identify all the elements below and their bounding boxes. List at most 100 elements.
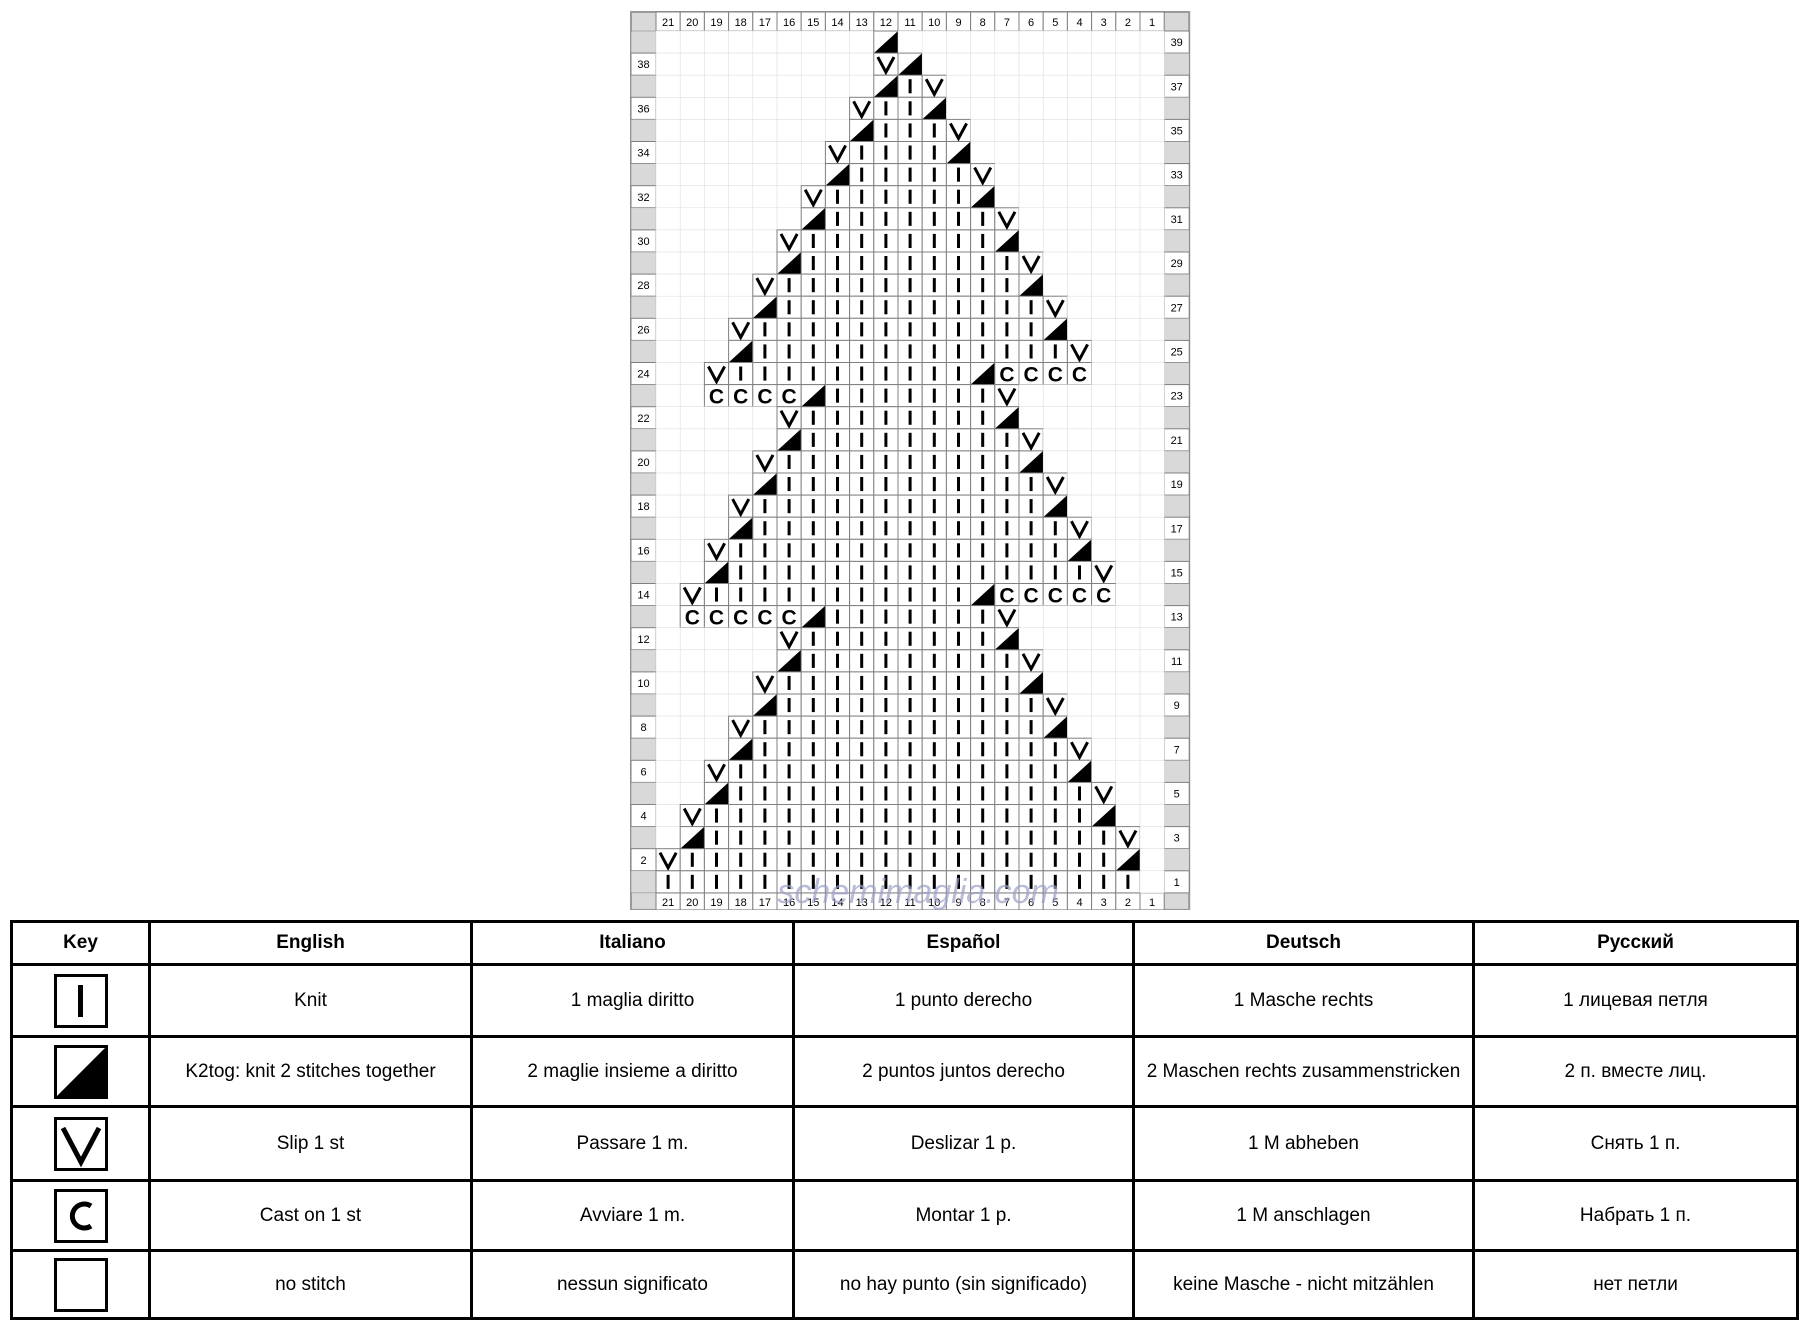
legend-header-row: Key English Italiano Español Deutsch Рус… — [10, 920, 1799, 966]
no-stitch-cell — [1091, 30, 1117, 54]
k2tog-stitch — [752, 296, 777, 319]
knit-stitch — [787, 477, 791, 492]
no-stitch-cell — [849, 52, 875, 76]
knit-stitch — [860, 698, 864, 713]
knit-stitch — [860, 852, 864, 867]
no-stitch-cell — [679, 119, 705, 142]
row-number-blank — [1163, 318, 1190, 341]
no-stitch-cell — [655, 30, 681, 54]
k2tog-stitch — [970, 185, 995, 208]
knit-stitch — [836, 764, 839, 779]
knit-stitch — [787, 454, 791, 469]
no-stitch-cell — [655, 516, 681, 540]
knit-stitch — [908, 609, 912, 624]
no-stitch-cell — [679, 97, 705, 120]
column-number-top: 16 — [783, 17, 795, 29]
no-stitch-cell — [1067, 428, 1092, 452]
k2tog-stitch — [752, 694, 777, 717]
no-stitch-cell — [1042, 229, 1068, 253]
row-number-left: 4 — [640, 811, 646, 823]
no-stitch-cell — [1139, 737, 1165, 761]
knit-stitch — [811, 322, 815, 337]
knit-stitch — [860, 499, 864, 514]
knit-stitch — [884, 477, 888, 492]
k2tog-stitch — [728, 340, 753, 363]
no-stitch-cell — [655, 494, 681, 518]
knit-stitch — [787, 764, 791, 779]
knit-stitch — [908, 322, 912, 337]
k2tog-stitch — [849, 119, 874, 142]
knit-stitch — [1005, 653, 1009, 668]
knit-stitch — [860, 167, 864, 182]
cast-on-stitch: C — [1072, 585, 1087, 608]
knit-stitch — [811, 521, 815, 536]
knit-stitch — [884, 565, 888, 580]
knit-stitch — [884, 852, 888, 867]
no-stitch-cell — [1115, 406, 1141, 430]
knit-stitch — [908, 653, 912, 668]
no-stitch-cell — [728, 273, 754, 297]
no-stitch-cell — [1091, 539, 1117, 562]
slip-stitch — [1045, 299, 1065, 319]
no-stitch-cell — [679, 384, 705, 407]
knit-stitch — [884, 698, 888, 713]
no-stitch-cell — [1067, 494, 1092, 518]
knit-stitch — [957, 410, 960, 425]
knit-stitch — [981, 565, 985, 580]
knit-stitch — [932, 211, 936, 226]
knit-stitch — [932, 720, 936, 735]
no-stitch-cell — [1091, 516, 1117, 540]
no-stitch-cell — [704, 74, 729, 98]
no-stitch-cell — [1115, 340, 1141, 363]
knit-stitch — [932, 653, 936, 668]
column-number-bottom: 10 — [928, 897, 940, 909]
knit-stitch — [1005, 698, 1009, 713]
knit-stitch — [836, 454, 839, 469]
no-stitch-cell — [655, 472, 681, 496]
knit-stitch — [884, 344, 888, 359]
knit-stitch — [932, 344, 936, 359]
knit-stitch — [1029, 786, 1033, 801]
no-stitch-cell — [655, 318, 681, 341]
row-number-blank — [630, 251, 657, 275]
knit-stitch — [787, 366, 791, 381]
no-stitch-cell — [679, 539, 705, 562]
knit-stitch — [836, 653, 839, 668]
no-stitch-cell — [800, 74, 826, 98]
row-number-blank — [630, 605, 657, 628]
knit-stitch — [908, 145, 912, 160]
no-stitch-cell — [728, 52, 754, 76]
knit-stitch — [884, 675, 888, 690]
k2tog-stitch — [777, 428, 802, 451]
no-stitch-cell — [994, 141, 1020, 164]
slip-stitch — [1118, 829, 1138, 849]
no-stitch-cell — [1042, 605, 1068, 628]
no-stitch-cell — [1139, 450, 1165, 474]
column-number-top: 6 — [1028, 17, 1034, 29]
no-stitch-cell — [679, 627, 705, 651]
cast-on-stitch: C — [733, 607, 748, 630]
knit-stitch — [763, 565, 767, 580]
no-stitch-cell — [679, 295, 705, 319]
knit-stitch — [860, 675, 864, 690]
column-number-top: 19 — [710, 17, 722, 29]
knit-icon — [53, 973, 108, 1028]
knit-stitch — [981, 322, 985, 337]
knit-stitch — [860, 366, 864, 381]
knit-stitch — [860, 720, 864, 735]
no-stitch-cell — [776, 141, 802, 164]
cast-on-stitch: C — [685, 607, 700, 630]
knit-stitch — [715, 808, 718, 823]
knit-stitch — [739, 808, 743, 823]
column-number-bottom: 1 — [1149, 897, 1155, 909]
no-stitch-cell — [1067, 185, 1092, 209]
no-stitch-cell — [679, 428, 705, 452]
row-number-blank — [1163, 715, 1190, 739]
no-stitch-cell — [704, 340, 729, 363]
knit-stitch — [836, 278, 839, 293]
column-number-top: 18 — [735, 17, 747, 29]
no-stitch-cell — [655, 605, 681, 628]
knit-stitch — [1005, 675, 1009, 690]
no-stitch-cell — [704, 229, 729, 253]
knit-stitch — [884, 720, 888, 735]
